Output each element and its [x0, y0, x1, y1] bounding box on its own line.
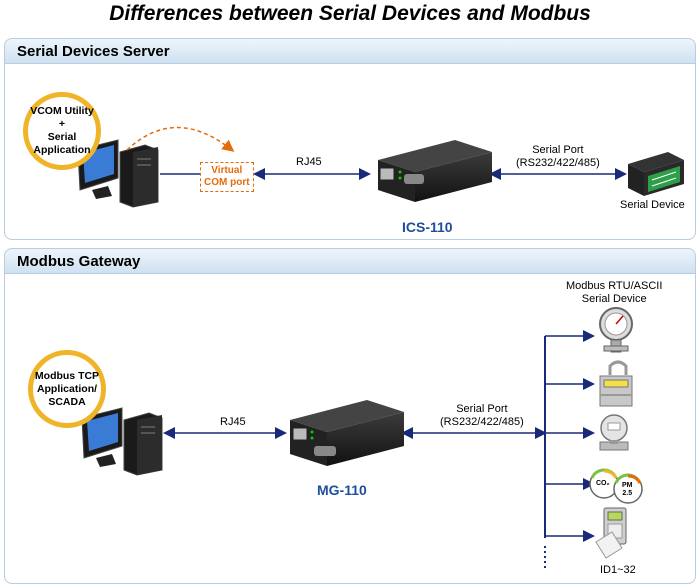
- pm25-label: PM 2.5: [622, 482, 633, 497]
- serial-port-label: Serial Port (RS232/422/485): [516, 144, 600, 169]
- flow-meter-icon: [599, 414, 629, 451]
- vcom-arrow: [126, 126, 235, 152]
- serial-device-label: Serial Device: [620, 199, 685, 211]
- section-header-serial-server: Serial Devices Server: [4, 38, 696, 64]
- ics-110-device-icon: [378, 140, 492, 202]
- co2-label: CO₂: [596, 480, 610, 487]
- serial-device-icon: [628, 152, 684, 196]
- virtual-com-port-label: Virtual COM port: [200, 162, 254, 192]
- gas-meter-icon: [599, 360, 633, 407]
- modbus-devices-title: Modbus RTU/ASCII Serial Device: [566, 280, 663, 305]
- id-range-label: ID1~32: [600, 564, 636, 576]
- pressure-gauge-icon: [599, 307, 633, 353]
- section-header-modbus-gateway: Modbus Gateway: [4, 248, 696, 274]
- card-reader-icon: [595, 507, 627, 559]
- pc-icon-2: [81, 407, 163, 476]
- serial-port-label-2: Serial Port (RS232/422/485): [440, 403, 524, 428]
- section-body-serial-server: [4, 64, 696, 240]
- rj45-label: RJ45: [296, 156, 322, 168]
- air-sensor-icon: [589, 468, 643, 504]
- mg-110-label: MG-110: [317, 482, 367, 498]
- ics-110-label: ICS-110: [402, 219, 453, 235]
- page-title: Differences between Serial Devices and M…: [109, 2, 591, 25]
- rj45-label-2: RJ45: [220, 416, 246, 428]
- section-body-modbus-gateway: [4, 274, 696, 584]
- mg-110-device-icon: [290, 400, 404, 466]
- vcom-utility-bubble: VCOM Utility + Serial Application: [23, 92, 101, 170]
- modbus-tcp-bubble: Modbus TCP Application/ SCADA: [28, 350, 106, 428]
- pc-icon: [77, 139, 159, 208]
